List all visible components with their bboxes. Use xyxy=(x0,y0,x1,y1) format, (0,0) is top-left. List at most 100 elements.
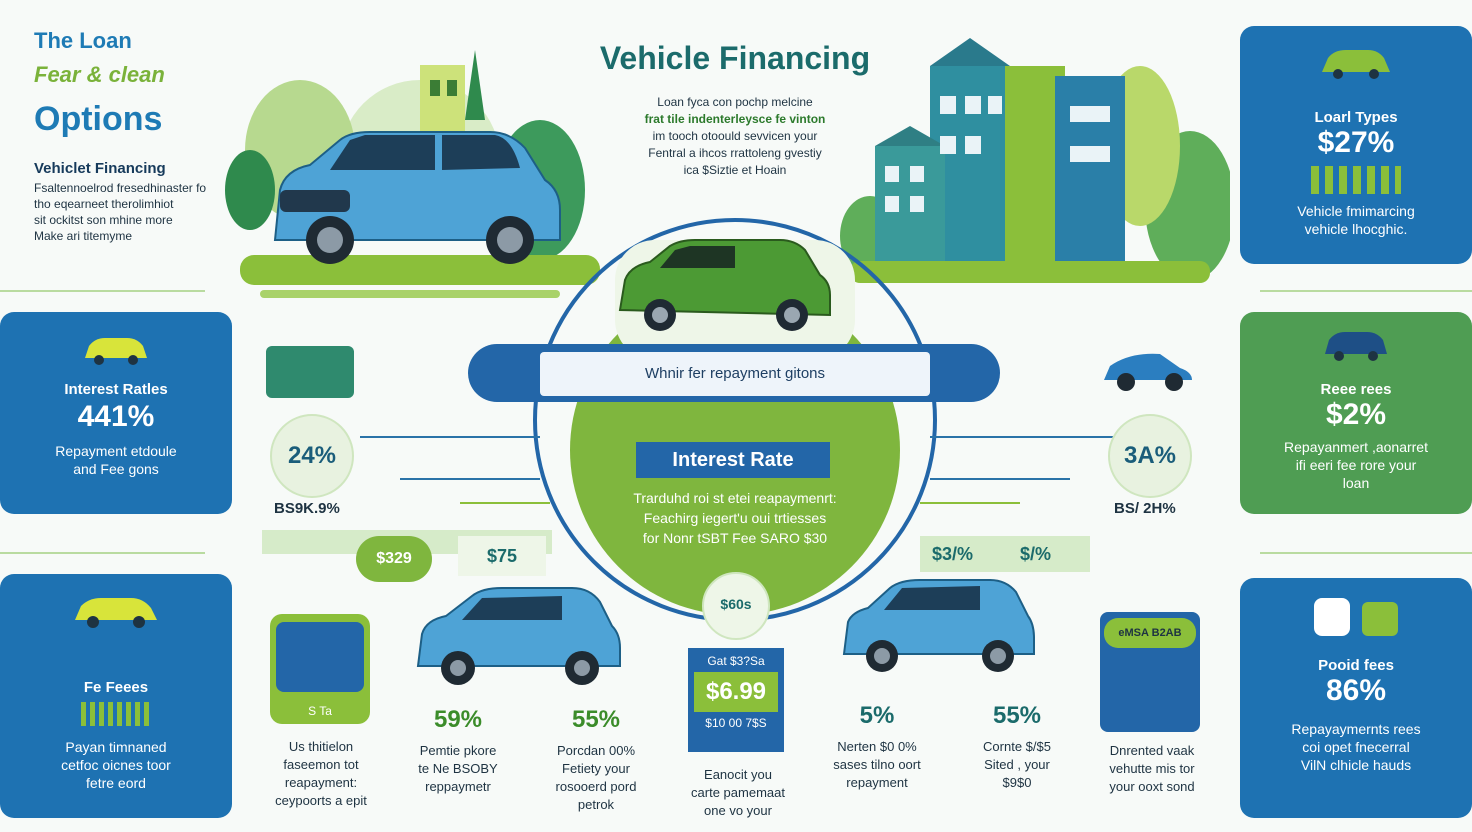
stat-circle-left: 24% xyxy=(270,414,354,498)
car-lot-icon xyxy=(266,346,354,398)
right-panel-loan-types: Loarl Types $27% Vehicle fmimarcing vehi… xyxy=(1240,26,1472,264)
center-intro-line: Fentral a ihcos rrattoleng gvestiy xyxy=(648,146,822,160)
bar-icon xyxy=(1311,166,1401,194)
left-intro-line: Make ari titemyme xyxy=(34,229,133,243)
bottom-col-6: 55% Cornte $/$5 Sited , your $9$0 xyxy=(962,702,1072,792)
bottom-line: faseemon tot xyxy=(283,757,359,772)
bottom-line: Sited , your xyxy=(984,757,1050,772)
panel-sub-line: vehicle lhocghic. xyxy=(1304,221,1408,237)
stat-circle-left-sub: BS9K.9% xyxy=(274,500,340,517)
center-intro: Loan fyca con pochp melcine frat tile in… xyxy=(600,94,870,179)
pill-track-right xyxy=(920,536,1090,572)
desc-line: Feachirg iegert'u oui trtiesses xyxy=(643,510,827,526)
loan-box-left-label: S Ta xyxy=(308,704,332,718)
bottom-pct: 55% xyxy=(571,706,621,733)
panel-value: 441% xyxy=(77,400,155,433)
bottom-car-right xyxy=(842,579,1035,672)
bottom-line: repayment xyxy=(846,775,908,790)
panel-sub: Repayanmert ,aonarret ifi eeri fee rore … xyxy=(1240,438,1472,492)
banner-label: Whnir fer repayment gitons xyxy=(540,352,930,396)
panel-label: Pooid fees xyxy=(1318,657,1394,674)
panel-sub: Payan timnaned cetfoc oicnes toor fetre … xyxy=(0,738,232,792)
pill-left-2: $75 xyxy=(458,536,546,576)
bottom-line: rosooerd pord xyxy=(555,779,637,794)
center-intro-line: im tooch otoould sevvicen your xyxy=(652,129,818,143)
bottom-line: one vo your xyxy=(704,803,772,818)
stat-circle-right: 3A% xyxy=(1108,414,1192,498)
bottom-line: sases tilno oort xyxy=(833,757,921,772)
price-tag: Gat $3?Sa $6.99 $10 00 7$S xyxy=(688,648,784,752)
car-icon xyxy=(75,598,157,628)
divider xyxy=(0,552,205,554)
pill-right-1: $3/% xyxy=(932,544,974,564)
connector-line xyxy=(360,436,540,438)
connector-line xyxy=(930,478,1070,480)
bottom-line: reapayment: xyxy=(284,775,358,790)
panel-sub-line: fetre eord xyxy=(86,775,146,791)
loan-box-right-label: eMSA xyxy=(1118,627,1149,639)
panel-sub-line: cetfoc oicnes toor xyxy=(61,757,171,773)
left-intro-text: Fsaltennoelrod fresedhinaster fo tho eqe… xyxy=(34,180,234,244)
panel-label: Fe Feees xyxy=(83,679,149,696)
panel-sub: Repayaymernts rees coi opet fnecerral Vi… xyxy=(1240,720,1472,774)
left-panel-interest: Interest Ratles 441% Repayment etdoule a… xyxy=(0,312,232,514)
bottom-line: Pemtie pkore xyxy=(419,743,497,758)
small-car-icon xyxy=(1104,353,1192,391)
loan-box-right-labels: eMSA B2AB xyxy=(1104,618,1196,648)
connector-line xyxy=(460,502,550,504)
panel-value: 86% xyxy=(1325,674,1387,707)
panel-label: Interest Ratles xyxy=(64,381,168,398)
price-tag-value: $6.99 xyxy=(694,672,778,712)
interest-rate-desc: Trarduhd roi st etei reapaymenrt: Feachi… xyxy=(590,488,880,548)
bottom-line: carte pamemaat xyxy=(691,785,785,800)
small-stat-value: $60s xyxy=(720,596,752,612)
panel-value: $2% xyxy=(1325,398,1387,431)
bar-icon xyxy=(81,702,151,726)
price-tag-top: Gat $3?Sa xyxy=(707,654,765,668)
bottom-col-4: Eanocit you carte pamemaat one vo your xyxy=(676,766,800,820)
bottom-line: Us thitielon xyxy=(288,739,354,754)
center-title: Vehicle Financing xyxy=(599,40,871,76)
pill-right-2: $/% xyxy=(1020,544,1052,564)
bottom-car-left xyxy=(416,587,621,685)
connector-line xyxy=(400,478,540,480)
bottom-line: your ooxt sond xyxy=(1109,779,1195,794)
panel-value: $27% xyxy=(1317,126,1395,159)
panel-sub-line: and Fee gons xyxy=(73,461,159,477)
loan-box-right-label: B2AB xyxy=(1151,627,1182,639)
panel-label: Reee rees xyxy=(1320,381,1392,398)
panel-sub-line: Vehicle fmimarcing xyxy=(1297,203,1415,219)
car-icon xyxy=(1325,332,1387,361)
bottom-line: vehutte mis tor xyxy=(1109,761,1195,776)
bottom-line: Dnrented vaak xyxy=(1109,743,1195,758)
left-panel-fees: Fe Feees Payan timnaned cetfoc oicnes to… xyxy=(0,574,232,818)
panel-sub-line: ifi eeri fee rore your xyxy=(1295,457,1417,473)
connector-line xyxy=(930,436,1120,438)
center-intro-line: Loan fyca con pochp melcine xyxy=(657,95,813,109)
bottom-col-3: 55% Porcdan 00% Fetiety your rosooerd po… xyxy=(540,706,652,814)
bottom-pct: 59% xyxy=(433,706,483,733)
panel-label: Loarl Types xyxy=(1314,109,1398,126)
loan-box-right: eMSA B2AB xyxy=(1100,612,1200,732)
bottom-col-2: 59% Pemtie pkore te Ne BSOBY reppaymetr xyxy=(402,706,514,796)
left-intro-line: Fsaltennoelrod fresedhinaster fo xyxy=(34,181,207,195)
panel-sub-line: Repayanmert ,aonarret xyxy=(1284,439,1428,455)
left-intro-heading: Vehiclet Financing xyxy=(34,160,166,177)
price-tag-bottom: $10 00 7$S xyxy=(705,716,767,730)
bottom-pct: 55% xyxy=(992,702,1042,729)
panel-sub-line: Repayment etdoule xyxy=(55,443,177,459)
panel-sub-line: coi opet fnecerral xyxy=(1302,739,1410,755)
panel-sub-line: VilN clhicle hauds xyxy=(1300,757,1412,773)
panel-sub: Repayment etdoule and Fee gons xyxy=(0,442,232,478)
left-intro-line: sit ockitst son mhine more xyxy=(34,213,173,227)
bottom-line: Fetiety your xyxy=(562,761,630,776)
stat-circle-right-sub: BS/ 2H% xyxy=(1114,500,1176,517)
bottom-line: Eanocit you xyxy=(704,767,772,782)
brand-title-line3: Options xyxy=(34,100,163,138)
panel-sub-line: Repayaymernts rees xyxy=(1291,721,1421,737)
city-buildings-illustration xyxy=(840,38,1230,283)
brand-title-line1: The Loan xyxy=(34,28,132,53)
bottom-pct: 5% xyxy=(859,702,895,729)
left-intro-line: tho eqearneet therolimhiot xyxy=(34,197,174,211)
center-intro-line: ica $Siztie et Hoain xyxy=(683,163,787,177)
